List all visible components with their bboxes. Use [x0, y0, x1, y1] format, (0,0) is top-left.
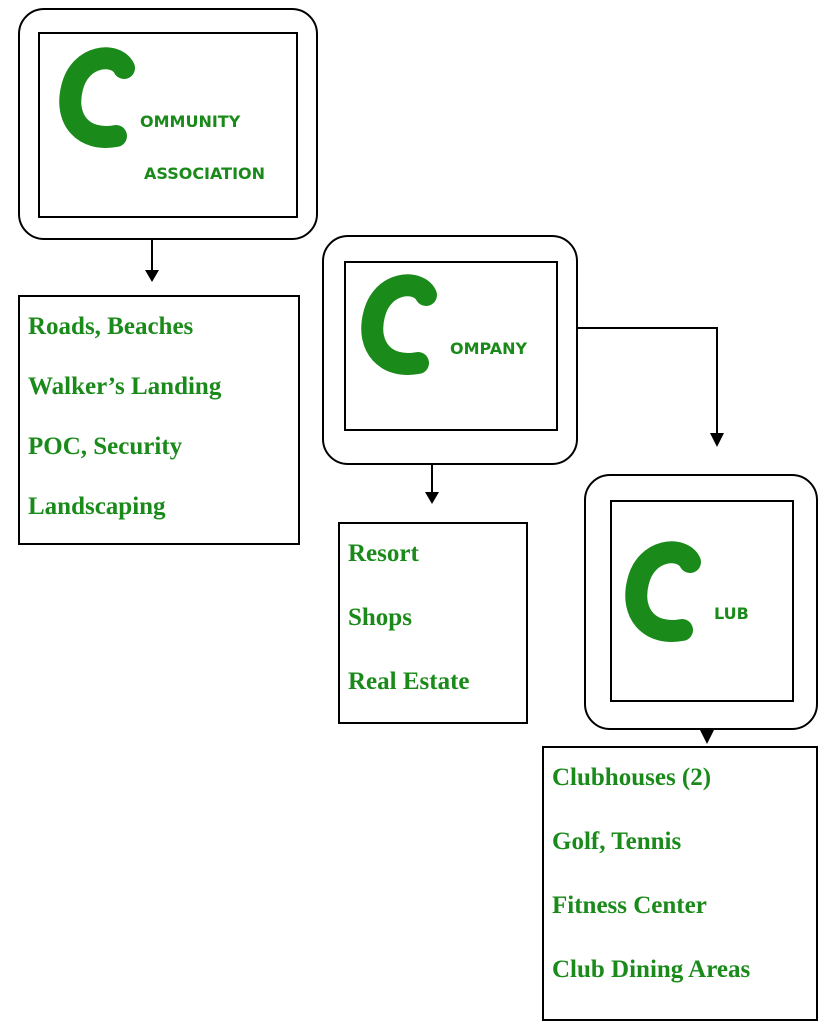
list-item: POC, Security: [28, 433, 183, 460]
list-item: Shops: [348, 604, 412, 631]
logo-text-ommunity: OMMUNITY: [140, 112, 241, 131]
company-logo-frame: OMPANY: [344, 261, 558, 431]
community-association-box: OMMUNITY ASSOCIATION: [18, 8, 318, 240]
club-logo-frame: LUB: [610, 500, 794, 702]
list-item: Real Estate: [348, 668, 470, 695]
company-box: OMPANY: [322, 235, 578, 465]
arrowhead-down-icon: [700, 730, 714, 744]
green-c-letter-icon: [59, 47, 135, 148]
community-association-logo-frame: OMMUNITY ASSOCIATION: [38, 32, 298, 218]
green-c-letter-icon: [625, 541, 701, 642]
list-item: Club Dining Areas: [552, 956, 751, 983]
list-item: Walker’s Landing: [28, 373, 222, 400]
list-item: Golf, Tennis: [552, 828, 682, 855]
community-association-list: Roads, Beaches Walker’s Landing POC, Sec…: [18, 295, 300, 545]
list-item: Roads, Beaches: [28, 313, 194, 340]
company-list: Resort Shops Real Estate: [338, 522, 528, 724]
list-item: Clubhouses (2): [552, 764, 712, 791]
green-c-letter-icon: [361, 274, 437, 375]
club-list: Clubhouses (2) Golf, Tennis Fitness Cent…: [542, 746, 818, 1021]
logo-text-association: ASSOCIATION: [144, 164, 266, 183]
club-box: LUB: [584, 474, 818, 730]
logo-text-lub: LUB: [714, 604, 749, 623]
logo-text-ompany: OMPANY: [450, 339, 528, 358]
arrowhead-down-icon: [710, 433, 724, 447]
arrowhead-down-icon: [425, 492, 439, 504]
list-item: Landscaping: [28, 493, 166, 520]
arrowhead-down-icon: [145, 270, 159, 282]
list-item: Fitness Center: [552, 892, 707, 919]
list-item: Resort: [348, 540, 419, 567]
